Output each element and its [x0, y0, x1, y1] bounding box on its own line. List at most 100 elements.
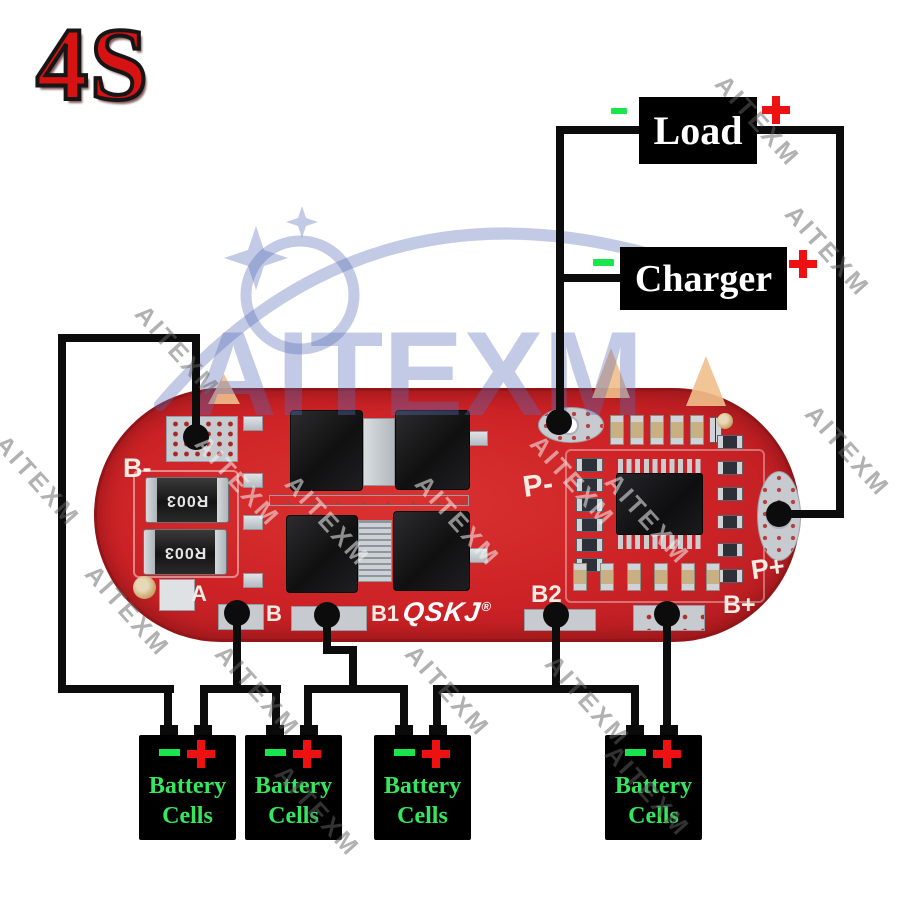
silkscreen-a: A	[191, 581, 207, 606]
junction-dot	[654, 601, 680, 627]
smd-capacitor	[610, 415, 624, 445]
minus-icon	[394, 749, 415, 756]
mosfet	[395, 410, 470, 490]
smd-resistor	[717, 569, 743, 583]
watermark-triangle-icon	[592, 348, 630, 398]
watermark-triangle-icon	[686, 356, 726, 406]
battery-label: Battery	[383, 773, 462, 799]
wire-b-minus	[58, 685, 174, 693]
mosfet	[286, 515, 358, 593]
battery-label: Cells	[397, 803, 448, 829]
watermark-triangle-icon	[208, 374, 240, 404]
wire-b-plus	[663, 613, 671, 735]
silkscreen-p-plus: P+	[749, 550, 787, 586]
battery-label: Cells	[628, 803, 679, 829]
smd-resistor	[717, 461, 743, 475]
battery-terminal-tab	[300, 725, 318, 737]
cell-count-badge: 4S	[34, 7, 150, 122]
wire-b1	[323, 613, 331, 654]
junction-dot	[543, 602, 569, 628]
watermark-swoosh-icon	[154, 206, 691, 411]
protection-ic	[616, 473, 703, 535]
mosfet	[393, 511, 470, 591]
wire-p-minus	[556, 274, 624, 282]
battery-label: Battery	[614, 773, 693, 799]
wire-b-minus	[192, 334, 200, 441]
charger-box: Charger	[620, 247, 787, 310]
heatsink-pad	[363, 418, 395, 486]
wire-p-plus	[753, 126, 844, 134]
via-strip	[269, 495, 469, 506]
battery-label: Cells	[268, 803, 319, 829]
battery-terminal-tab	[626, 725, 644, 737]
mosfet-lead	[243, 515, 263, 530]
battery-cell-3: Battery Cells	[374, 735, 471, 840]
battery-cell-2: Battery Cells	[245, 735, 342, 840]
plus-icon	[185, 738, 217, 770]
junction-dot	[766, 501, 792, 527]
heatsink-pad	[358, 520, 392, 582]
smd-capacitor	[650, 415, 664, 445]
junction-dot	[546, 409, 572, 435]
load-plus-icon	[761, 95, 791, 125]
mosfet	[290, 410, 363, 491]
ic-pins	[618, 535, 702, 549]
junction-dot	[224, 600, 250, 626]
smd-resistor	[717, 435, 743, 449]
silkscreen-b: B	[266, 601, 282, 626]
smd-capacitor	[600, 563, 614, 591]
wire-b1	[400, 685, 408, 733]
watermark-tile: AITEXM	[799, 400, 896, 503]
wire-b1	[349, 646, 357, 693]
charger-plus-icon	[788, 249, 818, 279]
junction-dot	[314, 602, 340, 628]
minus-icon	[159, 749, 180, 756]
smd-resistor	[576, 498, 603, 512]
board-brand: QSKJ®	[400, 597, 494, 627]
mounting-hole	[133, 576, 156, 599]
battery-label: Battery	[148, 773, 227, 799]
battery-terminal-tab	[429, 725, 447, 737]
smd-capacitor	[627, 563, 641, 591]
smd-capacitor	[573, 563, 587, 591]
wire-p-plus	[779, 510, 844, 518]
junction-dot	[183, 424, 209, 450]
plus-icon	[420, 738, 452, 770]
wire-b-minus	[164, 685, 172, 733]
load-minus-icon	[611, 108, 627, 114]
smd-capacitor	[681, 563, 695, 591]
smd-capacitor	[706, 563, 720, 591]
shunt-resistor: R003	[145, 477, 229, 523]
mosfet-lead	[243, 473, 263, 488]
battery-terminal-tab	[660, 725, 678, 737]
silkscreen-p-minus: P-	[520, 467, 556, 504]
wire-b2	[433, 685, 441, 733]
battery-terminal-tab	[160, 725, 178, 737]
smd-capacitor	[654, 563, 668, 591]
silkscreen-b1: B1	[371, 601, 400, 626]
wire-p-minus	[556, 126, 644, 134]
battery-terminal-tab	[194, 725, 212, 737]
wire-b2	[631, 685, 639, 733]
charger-minus-icon	[593, 259, 614, 266]
smd-resistor	[717, 487, 743, 501]
watermark-tile: AITEXM	[0, 430, 86, 533]
silkscreen-b-plus: B+	[723, 591, 756, 619]
watermark-star-icon	[224, 226, 288, 290]
smd-capacitor	[690, 415, 704, 445]
smd-resistor	[717, 515, 743, 529]
smd-resistor	[576, 538, 603, 552]
ic-pins	[618, 459, 702, 473]
pad-a	[159, 579, 195, 611]
smd-resistor	[576, 478, 603, 492]
mounting-hole	[717, 413, 733, 429]
shunt-resistor: R003	[143, 529, 227, 575]
smd-capacitor	[630, 415, 644, 445]
wire-b-minus	[58, 334, 66, 693]
watermark-star-icon	[286, 206, 318, 238]
battery-cell-1: Battery Cells	[139, 735, 236, 840]
battery-terminal-tab	[266, 725, 284, 737]
silkscreen-outline	[133, 470, 239, 578]
wire-p-plus	[836, 126, 844, 518]
